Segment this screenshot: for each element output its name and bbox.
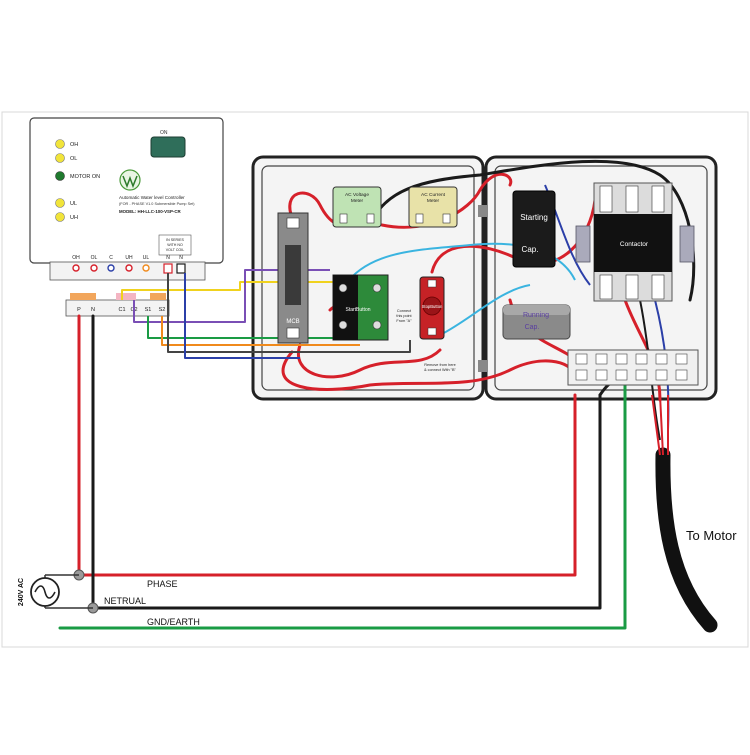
running-capacitor: Running Cap.: [502, 304, 571, 340]
earth-label: GND/EARTH: [147, 617, 200, 627]
contactor: Contactor: [575, 182, 695, 302]
indicator-ol-label: OL: [70, 156, 77, 162]
cyan-wire: [439, 284, 531, 336]
current-meter-label: AC Current: [421, 192, 446, 198]
connect-note: this point: [396, 314, 412, 318]
connect-note: Connect: [397, 309, 412, 313]
stop-button-label: StopButton: [422, 304, 443, 309]
sine-wave-icon: [34, 585, 56, 599]
voltage-meter-label: Meter: [351, 198, 364, 204]
indicator-ul-led: [55, 198, 65, 208]
voltage-meter-label: AC Voltage: [345, 192, 369, 198]
indicator-motor-on-label: MOTOR ON: [70, 174, 100, 180]
indicator-motor-on-led: [55, 171, 65, 181]
indicator-uh-led: [55, 212, 65, 222]
terminal-label: N: [166, 255, 170, 261]
earth-wires: [58, 383, 627, 630]
neutral-main-wire: [91, 314, 602, 610]
terminal-screw: [72, 264, 80, 272]
terminal-screw: [142, 264, 150, 272]
terminal-label: OL: [91, 255, 98, 261]
controller-model: MODEL: HH-LLC-100-VSP-CR: [119, 209, 182, 214]
terminal-label: UH: [125, 255, 133, 261]
left-box-inner: [261, 165, 475, 391]
contactor-label: Contactor: [620, 241, 649, 248]
terminal-label: C: [109, 255, 113, 261]
controller-terminals: OH OL C UH UL N N: [72, 255, 186, 274]
controller-title: Automatic Water level Controller: [119, 195, 185, 200]
green-wire: [147, 316, 335, 339]
ac-voltage-meter: AC Voltage Meter: [332, 186, 382, 228]
terminal-label: UL: [143, 255, 150, 261]
mcb-switch: [285, 245, 301, 305]
hinge: [478, 205, 488, 217]
terminal-cover: [70, 293, 96, 300]
indicator-uh-label: UH: [70, 215, 78, 221]
terminal-screw: [125, 264, 133, 272]
terminal-screw: [163, 263, 173, 274]
terminal-screw: [176, 263, 186, 274]
remove-note: Remove from here: [424, 363, 455, 367]
purple-wire: [133, 269, 330, 323]
stop-button: StopButton: [419, 276, 445, 340]
right-box-inner: [494, 165, 708, 391]
mcb-to-stop-wire: [296, 343, 442, 379]
terminal-label: OH: [72, 255, 80, 261]
indicator-ul-label: UL: [70, 201, 77, 207]
switch-label: ON: [160, 130, 168, 136]
terminal-label: N: [179, 255, 183, 261]
terminal-block: [567, 349, 699, 386]
motor-leads: [651, 394, 669, 456]
terminal-label: N: [91, 307, 95, 313]
starting-cap-label: Cap.: [522, 245, 539, 254]
lower-loop-wire: [281, 350, 577, 391]
hinge: [478, 360, 488, 372]
grey-wire: [167, 273, 411, 353]
water-level-controller: ON OH OL MOTOR ON UL UH Automatic Water …: [29, 117, 224, 317]
running-cap-label: Cap.: [525, 324, 540, 331]
series-note-box: [158, 234, 192, 256]
terminal-label: C1: [118, 307, 125, 313]
supply-voltage-label: 240V AC: [18, 578, 25, 606]
yellow-wire: [121, 281, 345, 300]
starting-cap-label: Starting: [520, 213, 548, 222]
phase-main-wire: [77, 314, 577, 577]
motor-cable: [655, 447, 718, 633]
terminal-cover: [116, 293, 136, 300]
terminal-screw: [107, 264, 115, 272]
terminal-screw: [90, 264, 98, 272]
controller-switch: [150, 136, 186, 158]
start-button: StartButton: [332, 274, 389, 341]
brand-logo: [119, 169, 141, 191]
current-meter-label: Meter: [427, 198, 440, 204]
terminal-label: P: [77, 307, 81, 313]
connect-note: From "A": [396, 319, 412, 323]
to-motor-label: To Motor: [686, 528, 737, 543]
neutral-label: NETRUAL: [104, 596, 146, 606]
series-note-line: WITH NO: [167, 243, 183, 247]
earth-main-wire: [58, 383, 627, 630]
mcb-breaker: MCB: [277, 212, 309, 344]
start-button-label: StartButton: [345, 307, 370, 313]
indicator-oh-led: [55, 139, 65, 149]
terminal-label: S2: [159, 307, 166, 313]
indicator-oh-label: OH: [70, 142, 78, 148]
phase-label: PHASE: [147, 579, 178, 589]
starting-capacitor: Starting Cap.: [512, 190, 556, 268]
terminal-cover: [150, 293, 166, 300]
ac-current-meter: AC Current Meter: [408, 186, 458, 228]
blue-wire: [184, 273, 300, 359]
indicator-ol-led: [55, 153, 65, 163]
controller-subtitle: (FOR - PHASE V1.0 Submersible Pump Set): [119, 202, 195, 206]
remove-note: & connect With "B": [424, 368, 456, 372]
running-cap-label: Running: [523, 312, 549, 319]
series-note-line: VOLT COIL: [166, 248, 184, 252]
series-note-line: IN SERIES: [166, 238, 184, 242]
orange-wire: [161, 316, 360, 346]
terminal-label: S1: [145, 307, 152, 313]
mcb-label: MCB: [286, 319, 299, 325]
